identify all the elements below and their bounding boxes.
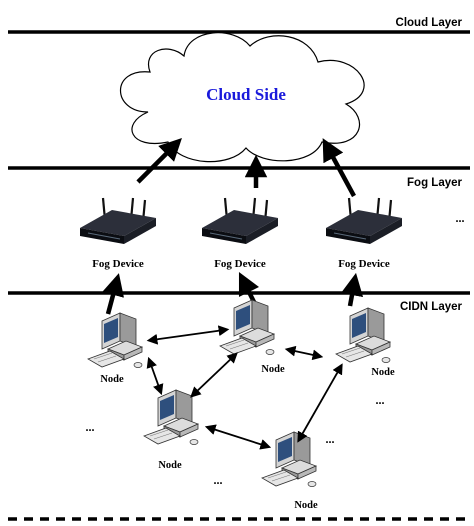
fog-device-label: Fog Device	[214, 258, 266, 270]
node-ellipsis: ...	[86, 420, 95, 434]
node-label: Node	[261, 364, 285, 375]
fog-device-2: Fog Device	[200, 196, 280, 270]
fog-device-1: Fog Device	[78, 196, 158, 270]
node-4: Node	[143, 389, 199, 471]
arrow-node3-fog3	[340, 272, 364, 307]
fog-device-label: Fog Device	[92, 258, 144, 270]
cidn-layer-label: CIDN Layer	[400, 301, 463, 313]
fog-ellipsis: ...	[456, 211, 465, 225]
router-icon	[324, 196, 404, 246]
node-5: Node	[261, 431, 318, 511]
arrow-fog3-cloud	[322, 138, 356, 198]
link-node1-node2	[146, 325, 230, 345]
computer-icon	[87, 312, 143, 368]
cloud-layer-label: Cloud Layer	[396, 17, 463, 29]
link-node3-node5	[297, 363, 343, 443]
node-2: Node	[219, 299, 285, 375]
node-label: Node	[158, 460, 182, 471]
router-icon	[78, 196, 158, 246]
arrow-node2-fog2	[238, 271, 260, 304]
link-node4-node5	[204, 424, 272, 450]
computer-icon	[261, 431, 317, 487]
node-3: Node	[335, 307, 395, 378]
node-label: Node	[100, 374, 124, 385]
node-ellipsis: ...	[326, 432, 335, 446]
fog-layer-label: Fog Layer	[407, 177, 462, 189]
cloud-shape	[120, 32, 365, 163]
link-node1-node4	[146, 356, 164, 396]
computer-icon	[143, 389, 199, 445]
node-1: Node	[87, 312, 143, 385]
router-icon	[200, 196, 280, 246]
node-ellipsis: ...	[376, 393, 385, 407]
cloud-side-label: Cloud Side	[206, 85, 286, 104]
node-ellipsis: ...	[214, 473, 223, 487]
computer-icon	[335, 307, 391, 363]
arrow-fog1-cloud	[136, 138, 182, 184]
fog-device-3: Fog Device	[324, 196, 404, 270]
computer-icon	[219, 299, 275, 355]
node-label: Node	[371, 367, 395, 378]
link-node2-node4	[190, 352, 238, 398]
node-label: Node	[294, 500, 318, 511]
arrow-node1-fog1	[102, 273, 124, 315]
fog-device-label: Fog Device	[338, 258, 390, 270]
link-node2-node3	[284, 345, 324, 361]
